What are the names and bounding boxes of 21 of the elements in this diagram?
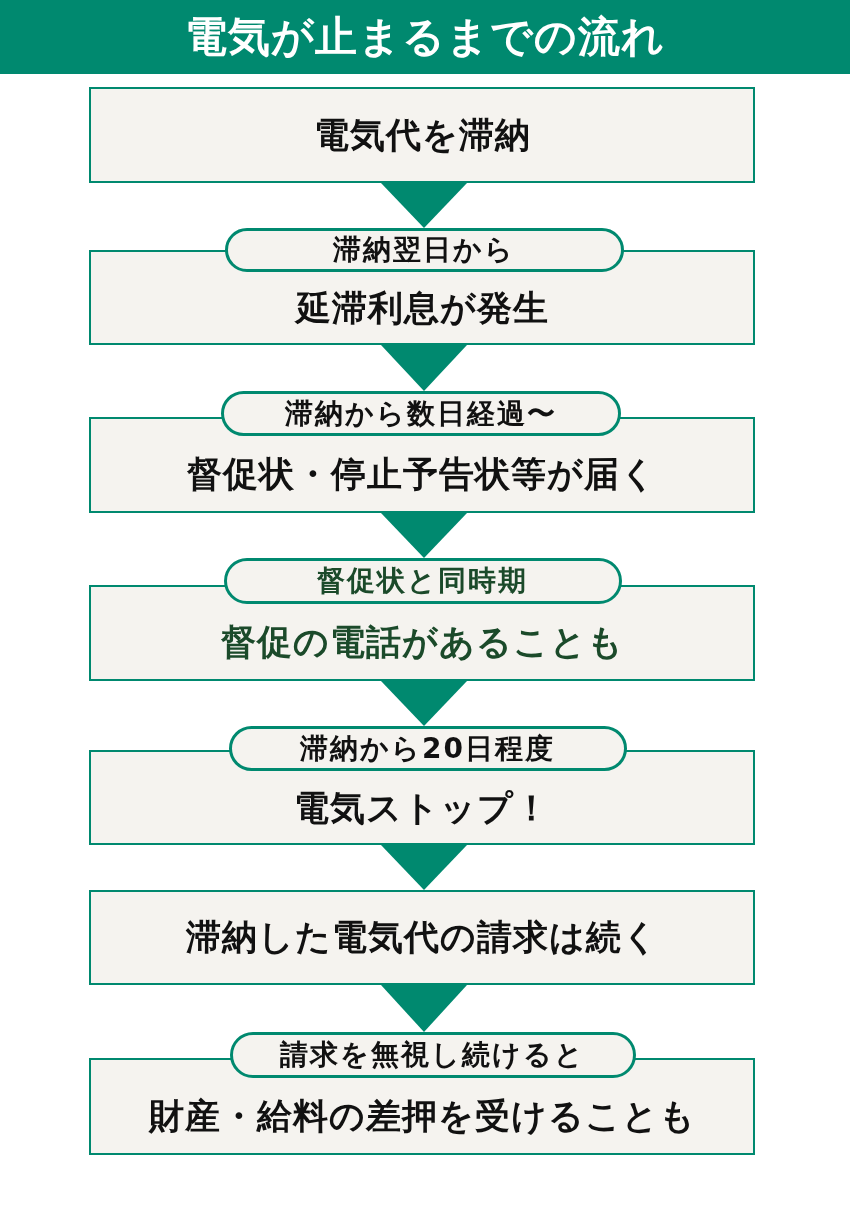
heading-pill: 滞納翌日から xyxy=(224,227,624,272)
step-text: 滞納した電気代の請求は続く xyxy=(185,916,659,958)
arrow xyxy=(381,513,467,558)
step-text: 延滞利息が発生 xyxy=(295,287,549,329)
step-text: 督促の電話があることも xyxy=(220,621,624,663)
title-text: 電気が止まるまでの流れ xyxy=(185,12,665,62)
heading-pill: 請求を無視し続けると xyxy=(229,1031,636,1078)
step-text: 督促状・停止予告状等が届く xyxy=(187,453,657,495)
step-text: 電気代を滞納 xyxy=(313,113,531,156)
arrow xyxy=(381,985,467,1032)
step-text: 電気ストップ！ xyxy=(294,786,550,829)
arrow xyxy=(381,345,467,391)
step-text: 財産・給料の差押を受けることも xyxy=(148,1095,696,1137)
process-box xyxy=(89,87,755,183)
process-box xyxy=(89,890,755,985)
arrow xyxy=(381,183,467,228)
arrow xyxy=(381,681,467,726)
heading-pill: 督促状と同時期 xyxy=(223,557,622,604)
heading-pill: 滞納から数日経過〜 xyxy=(220,390,621,436)
heading-pill: 滞納から20日程度 xyxy=(228,725,627,771)
arrow xyxy=(381,845,467,890)
